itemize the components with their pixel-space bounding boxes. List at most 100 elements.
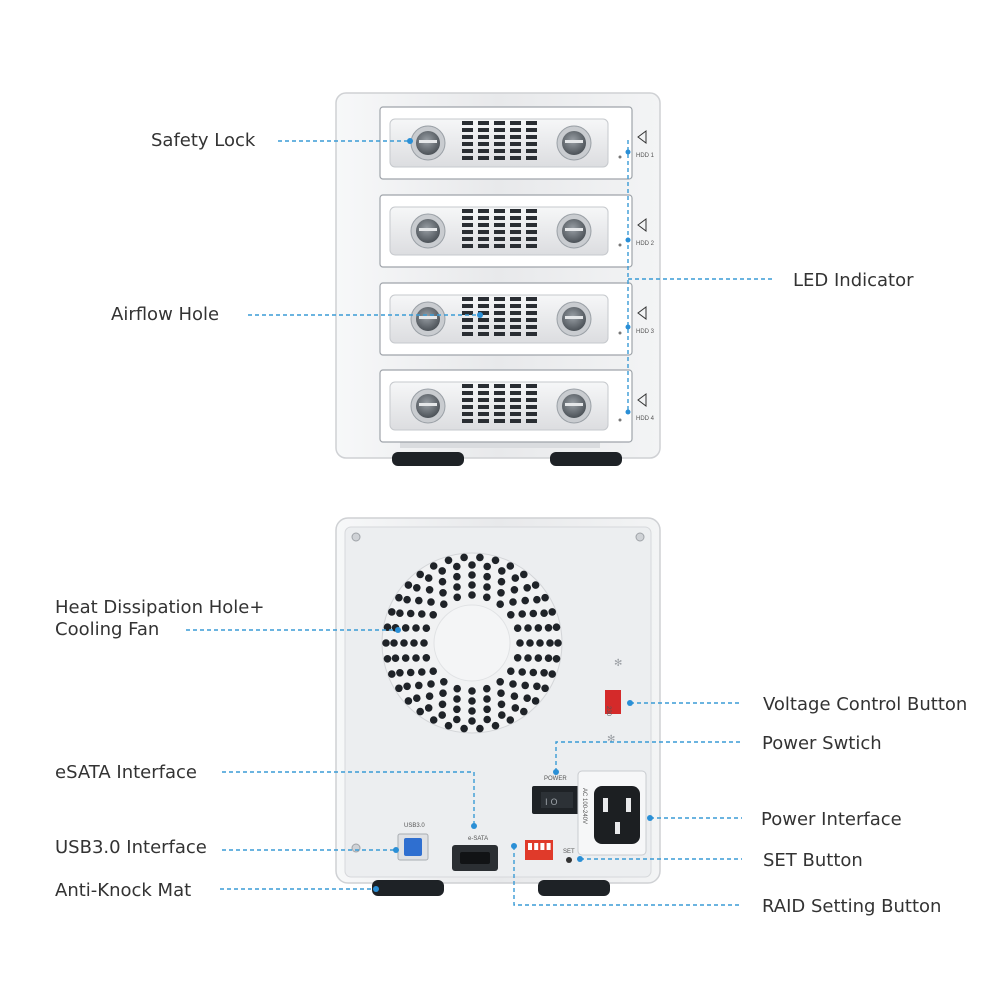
rear-foot-right	[538, 880, 610, 896]
airflow-slot	[478, 149, 489, 153]
rear-foot-left	[372, 880, 444, 896]
airflow-slot	[510, 405, 521, 409]
fan-hole	[498, 711, 506, 719]
airflow-slot	[510, 311, 521, 315]
airflow-slot	[526, 149, 537, 153]
fan-hole	[483, 695, 491, 703]
bay-label: HDD 2	[636, 241, 655, 247]
fan-hole	[382, 639, 390, 647]
fan-hole	[483, 593, 491, 602]
label-set-button: SET Button	[763, 850, 863, 871]
fan-hole	[425, 692, 434, 700]
fan-hole	[524, 654, 532, 662]
airflow-slot	[526, 223, 537, 227]
fan-hole	[383, 623, 392, 631]
fan-hole	[523, 584, 531, 592]
fan-hole	[383, 655, 392, 663]
airflow-slot	[510, 384, 521, 388]
lock-slot	[419, 228, 437, 231]
airflow-slot	[526, 419, 537, 423]
eject-triangle-icon	[637, 130, 647, 144]
fan-hole	[410, 639, 418, 647]
usb-marking: USB3.0	[404, 823, 425, 829]
fan-hole	[554, 639, 562, 647]
airflow-slot	[526, 121, 537, 125]
fan-hole	[422, 624, 431, 632]
airflow-slot	[478, 156, 489, 160]
led-pointer-2	[625, 237, 631, 243]
airflow-slot	[462, 209, 473, 213]
airflow-slot	[478, 391, 489, 395]
power-pin	[603, 798, 608, 812]
fan-hole	[438, 567, 447, 575]
airflow-slot	[494, 419, 505, 423]
airflow-slot	[494, 391, 505, 395]
airflow-slot	[462, 216, 473, 220]
fan-hole	[548, 670, 556, 678]
fan-hole	[439, 589, 447, 597]
airflow-slot	[478, 325, 489, 329]
airflow-slot	[510, 419, 521, 423]
led-dot	[618, 331, 622, 335]
raid-pointer	[511, 843, 517, 849]
airflow-slot	[494, 311, 505, 315]
led-dot	[618, 418, 622, 422]
fan-hole	[476, 553, 484, 562]
airflow-slot	[526, 318, 537, 322]
fan-hole	[401, 654, 410, 662]
airflow-slot	[510, 142, 521, 146]
fan-hole	[390, 639, 398, 647]
airflow-slot	[494, 142, 505, 146]
eject-triangle-icon	[637, 218, 647, 232]
lock-slot	[565, 140, 583, 143]
fan-hole	[415, 681, 423, 690]
airflow-slot	[478, 405, 489, 409]
label-airflow-hole: Airflow Hole	[111, 304, 219, 325]
fan-hole	[497, 577, 506, 586]
fan-hole	[468, 687, 476, 695]
fan-hole	[424, 574, 433, 582]
fan-hole	[415, 596, 423, 605]
airflow-slot	[478, 216, 489, 220]
airflow-slot	[478, 209, 489, 213]
airflow-slot	[494, 209, 505, 213]
fan-hole	[420, 639, 428, 647]
fan-hole	[460, 553, 468, 562]
led-dot	[618, 155, 622, 159]
fan-hole	[396, 609, 404, 617]
fan-hole	[396, 669, 404, 677]
fan-hole	[498, 567, 506, 575]
label-power-interface: Power Interface	[761, 809, 902, 830]
airflow-slot	[462, 223, 473, 227]
airflow-slot	[510, 297, 521, 301]
esata-port	[460, 852, 490, 864]
set-button	[566, 857, 572, 863]
airflow-slot	[526, 142, 537, 146]
lock-slot	[419, 140, 437, 143]
fan-hole	[520, 707, 528, 716]
fan-hole	[440, 600, 448, 608]
fan-hole	[412, 624, 420, 632]
airflow-slot	[494, 325, 505, 329]
fan-hole	[497, 589, 505, 597]
airflow-slot	[478, 244, 489, 248]
dip-key	[546, 843, 551, 850]
airflow-slot	[462, 412, 473, 416]
fan-hole	[497, 700, 506, 709]
fan-hole	[511, 704, 520, 712]
airflow-slot	[510, 128, 521, 132]
fan-hole	[429, 611, 438, 619]
fan-hole	[533, 595, 541, 604]
airflow-slot	[478, 332, 489, 336]
fan-hole	[507, 611, 515, 619]
screw	[635, 532, 645, 542]
fan-hole	[388, 608, 396, 616]
fan-hole	[404, 581, 413, 589]
airflow-slot	[510, 216, 521, 220]
airflow-slot	[510, 156, 521, 160]
fan-hole	[395, 684, 403, 693]
fan-hole	[429, 562, 438, 570]
lock-slot	[565, 403, 583, 406]
airflow-slot	[462, 244, 473, 248]
airflow-slot	[462, 405, 473, 409]
